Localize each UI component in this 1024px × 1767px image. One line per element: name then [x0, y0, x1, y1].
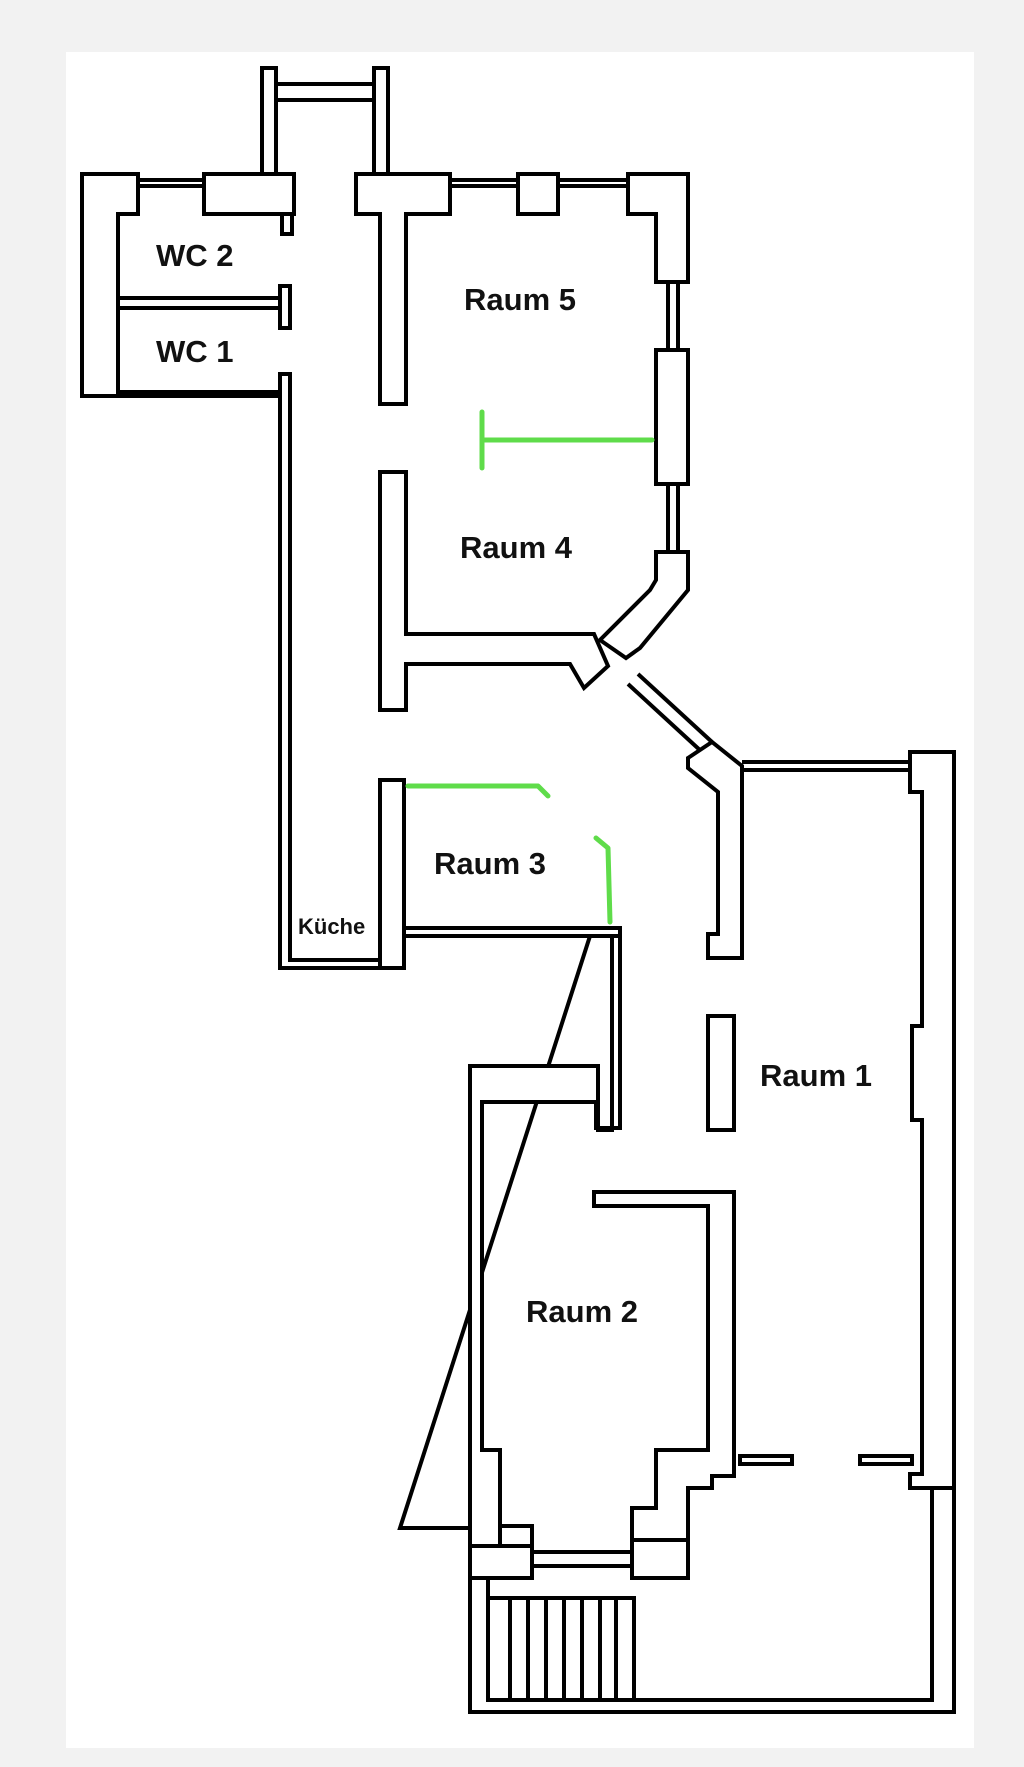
room-label-raum1: Raum 1	[760, 1058, 872, 1093]
raum3-walls	[397, 926, 622, 1530]
raum2-walls	[468, 934, 794, 1580]
staircase	[486, 1596, 636, 1702]
floor-plan-sheet	[66, 52, 974, 1748]
room-label-raum2: Raum 2	[526, 1294, 638, 1329]
room-label-kueche: Küche	[298, 914, 365, 939]
room-label-raum3: Raum 3	[434, 846, 546, 881]
raum5-raum4-walls	[354, 172, 714, 754]
green-wall-marking-raum3-top	[405, 783, 551, 799]
room-label-wc1: WC 1	[156, 334, 234, 369]
corridor-walls	[260, 66, 406, 970]
room-label-raum4: Raum 4	[460, 530, 573, 565]
green-wall-marking-raum3-right	[593, 835, 613, 925]
green-markings	[405, 409, 655, 925]
raum1-walls	[468, 739, 956, 1714]
wc-block-walls	[80, 172, 296, 398]
room-label-raum5: Raum 5	[464, 282, 576, 317]
room-label-wc2: WC 2	[156, 238, 234, 273]
